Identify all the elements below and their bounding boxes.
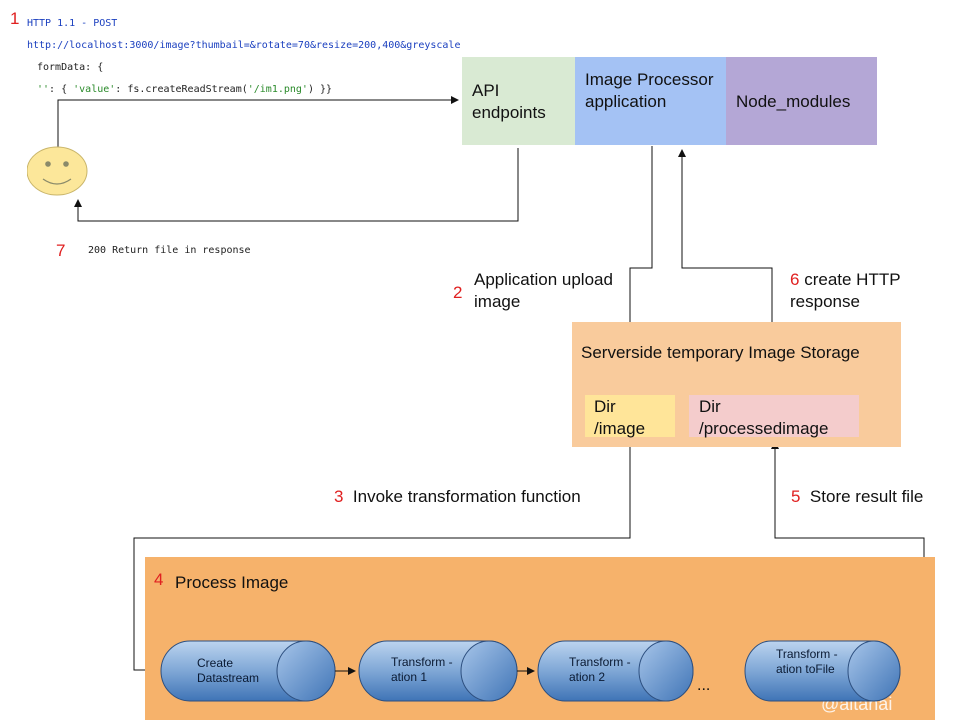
cylinder-transformation-tofile bbox=[744, 640, 901, 702]
dir-image-box: Dir /image bbox=[585, 395, 675, 438]
step-3-number: 3 bbox=[334, 487, 344, 506]
dir-image-label: Dir /image bbox=[594, 397, 646, 438]
request-arrow bbox=[57, 96, 459, 148]
node-modules-box: Node_modules bbox=[726, 57, 877, 145]
dir-processed-label: Dir /processedimage bbox=[699, 397, 829, 438]
step-5-number: 5 bbox=[791, 487, 801, 506]
formdata-mid1: : { bbox=[49, 84, 74, 95]
stage-transformation-2: Transform - ation 2 bbox=[569, 655, 631, 684]
respond-label: create HTTP response bbox=[790, 270, 901, 311]
invoke-label: Invoke transformation function bbox=[352, 487, 581, 506]
formdata-mid2: : fs.createReadStream( bbox=[115, 84, 248, 95]
stage-transformation-1: Transform - ation 1 bbox=[391, 655, 453, 684]
storage-title: Serverside temporary Image Storage bbox=[581, 343, 860, 362]
stage-transformation-tofile: Transform - ation toFile bbox=[776, 647, 838, 676]
respond-label-wrap: 6 create HTTP response bbox=[790, 269, 930, 313]
cylinder-transformation-2 bbox=[537, 640, 694, 702]
formdata-key: '' bbox=[37, 84, 50, 95]
formdata-path: '/im1.png' bbox=[247, 84, 308, 95]
step-6-number: 6 bbox=[790, 270, 800, 289]
invoke-arrow bbox=[133, 438, 631, 674]
store-label-wrap: 5 Store result file bbox=[791, 486, 923, 508]
process-title: Process Image bbox=[175, 573, 289, 592]
step-4-number: 4 bbox=[154, 570, 164, 589]
step-2-number: 2 bbox=[453, 283, 463, 302]
response-arrow bbox=[74, 148, 519, 222]
storage-box: Serverside temporary Image Storage Dir /… bbox=[572, 322, 901, 447]
response-text: 200 Return file in response bbox=[88, 245, 251, 256]
upload-label: Application upload image bbox=[474, 270, 613, 311]
store-label: Store result file bbox=[809, 487, 924, 506]
invoke-label-wrap: 3 Invoke transformation function bbox=[334, 486, 581, 508]
formdata-open: formData: { bbox=[37, 62, 104, 73]
api-endpoints-label: API endpoints bbox=[472, 81, 546, 122]
image-processor-box: Image Processor application bbox=[575, 57, 726, 145]
formdata-line: '': { 'value': fs.createReadStream('/im1… bbox=[37, 84, 332, 95]
cylinder-transformation-1 bbox=[358, 640, 518, 702]
ellipsis: ... bbox=[697, 677, 711, 694]
formdata-value-key: 'value' bbox=[73, 84, 116, 95]
step-7-number: 7 bbox=[56, 241, 66, 260]
step-1-number: 1 bbox=[10, 9, 20, 28]
image-processor-label: Image Processor application bbox=[585, 70, 714, 111]
node-modules-label: Node_modules bbox=[736, 92, 851, 111]
request-protocol: HTTP 1.1 - POST bbox=[27, 18, 118, 29]
user-face-icon bbox=[27, 146, 88, 196]
dir-processed-box: Dir /processedimage bbox=[689, 395, 859, 438]
stage-create-datastream: Create Datastream bbox=[197, 656, 260, 685]
cylinder-create-datastream bbox=[160, 640, 336, 702]
request-url: http://localhost:3000/image?thumbail=&ro… bbox=[27, 40, 461, 51]
api-endpoints-box: API endpoints bbox=[462, 57, 575, 145]
formdata-close: ) }} bbox=[307, 84, 333, 95]
